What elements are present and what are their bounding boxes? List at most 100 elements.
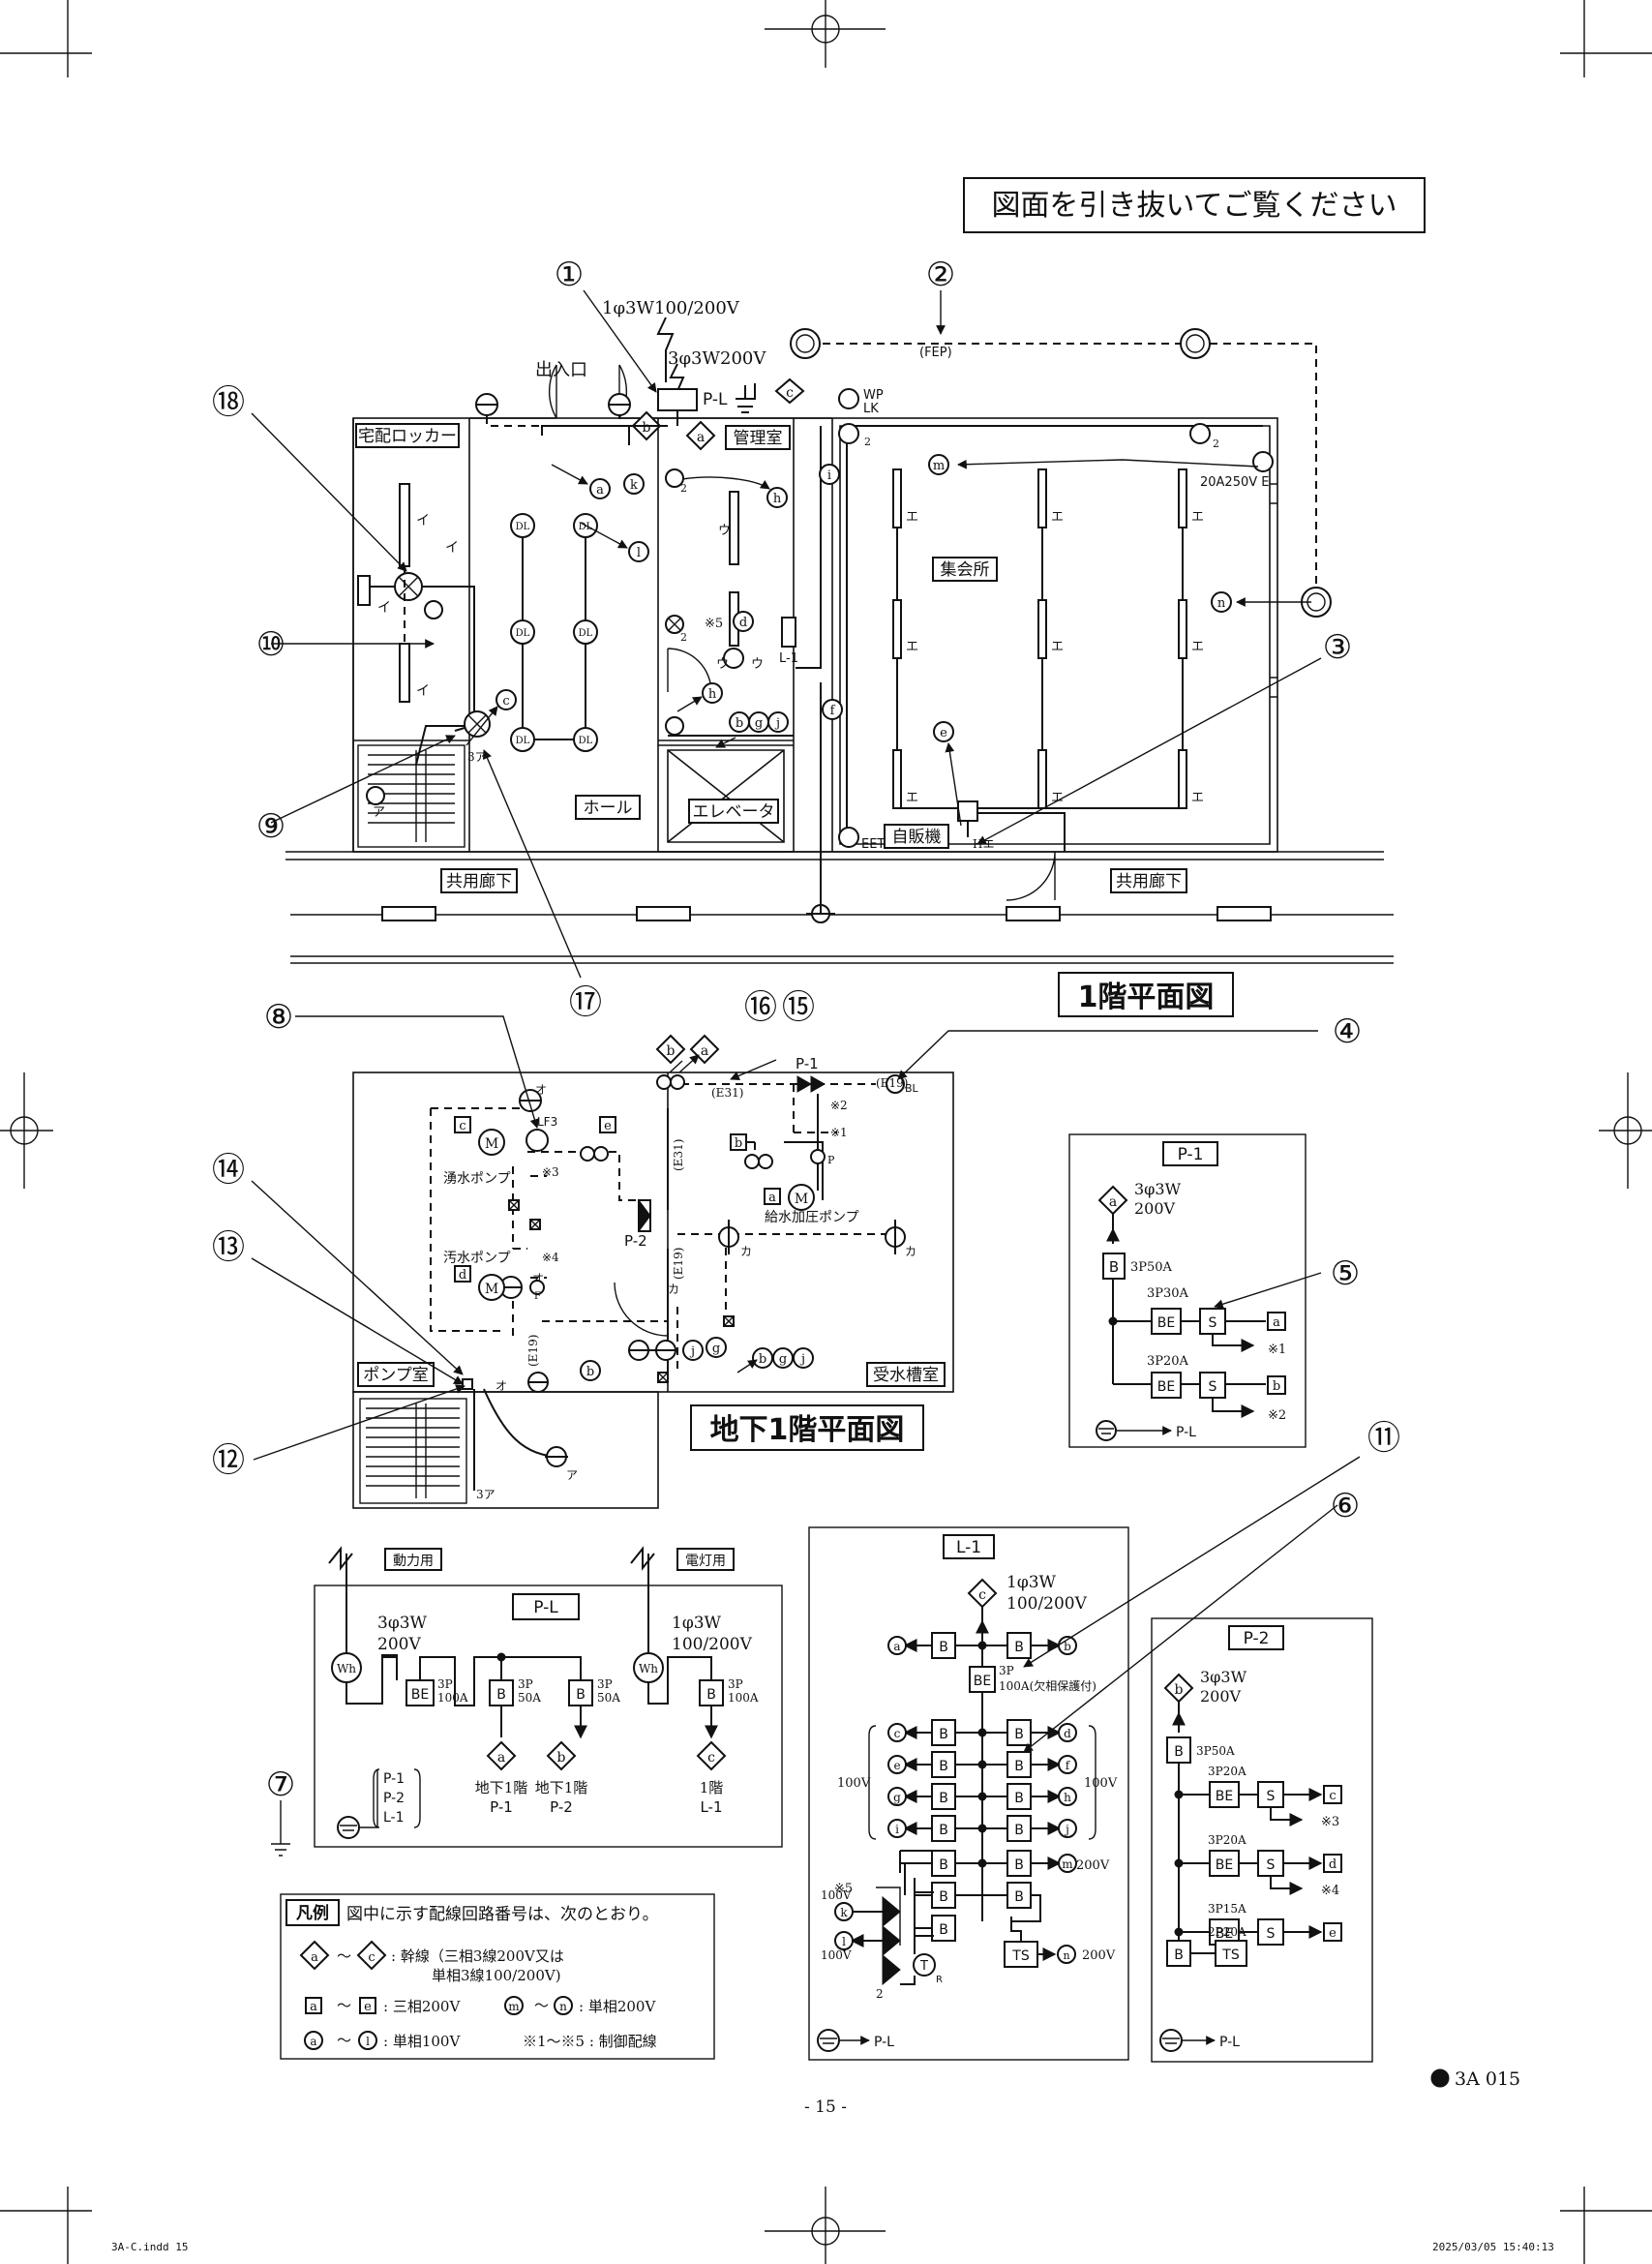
svg-text:※4: ※4 xyxy=(1321,1884,1339,1898)
svg-text:b: b xyxy=(735,1136,742,1151)
svg-text:BE: BE xyxy=(974,1674,991,1689)
svg-text:3P: 3P xyxy=(728,1677,743,1691)
basement-wiring xyxy=(430,1083,895,1491)
callout-8: ⑧ xyxy=(264,998,293,1037)
svg-text:f: f xyxy=(1066,1759,1071,1772)
svg-text:P-2: P-2 xyxy=(550,1798,573,1816)
l1-breaker-left: B xyxy=(939,1823,948,1838)
supply-3phase: 3φ3W200V xyxy=(668,348,766,369)
panel-pl-label: P-L xyxy=(703,390,728,409)
svg-text:50A: 50A xyxy=(518,1691,541,1705)
svg-text:P-L: P-L xyxy=(1176,1425,1196,1440)
svg-text:l: l xyxy=(366,2035,370,2048)
svg-text:100/200V: 100/200V xyxy=(1006,1594,1088,1614)
svg-text:3ア: 3ア xyxy=(476,1488,496,1501)
footer-file: 3A-C.indd 15 xyxy=(111,2241,188,2253)
basement-title-box xyxy=(690,1404,924,1451)
svg-text:100A: 100A xyxy=(437,1691,468,1705)
p2-s: S xyxy=(1267,1926,1276,1942)
legend-single100: a ～ l : 単相100V xyxy=(304,2031,461,2050)
l1-breaker-left: B xyxy=(939,1759,948,1774)
svg-text:c: c xyxy=(894,1727,901,1740)
svg-text:B: B xyxy=(1174,1947,1184,1963)
svg-text:3P15A: 3P15A xyxy=(1208,1902,1247,1916)
svg-text:h: h xyxy=(1064,1791,1071,1804)
outdoor-light-2 xyxy=(1180,328,1211,359)
svg-text:3P20A: 3P20A xyxy=(1147,1354,1189,1369)
code-bullet xyxy=(1430,2068,1450,2088)
l1-diagram: c 1φ3W 100/200V BE 3P 100A(欠相保護付) xyxy=(967,1573,1096,1921)
svg-text:オ: オ xyxy=(496,1379,507,1393)
svg-text:P: P xyxy=(827,1154,835,1166)
svg-text:a: a xyxy=(701,1043,708,1059)
svg-text:e: e xyxy=(364,2000,372,2014)
svg-text:3P: 3P xyxy=(597,1677,613,1691)
svg-text:オ: オ xyxy=(535,1083,547,1097)
meeting-fluorescent: エエエ エエエ エエエ xyxy=(892,468,1204,809)
room-locker: 宅配ロッカー xyxy=(358,427,457,446)
l1-breaker-right: B xyxy=(1014,1727,1024,1742)
svg-text:c: c xyxy=(978,1587,986,1603)
svg-text:2: 2 xyxy=(1213,438,1219,450)
p1-diagram: a 3φ3W 200V B 3P50A BE 3P30A S a ※1 BE 3… xyxy=(1096,1180,1286,1441)
corridor-lights xyxy=(381,904,1272,923)
svg-text:L-1: L-1 xyxy=(383,1810,405,1826)
locker-fluorescent: イ イ イ イ xyxy=(357,483,459,703)
legend-title: 凡例 xyxy=(296,1903,329,1923)
svg-text:3P50A: 3P50A xyxy=(1196,1744,1235,1758)
svg-text:j: j xyxy=(799,1352,805,1367)
svg-text:100/200V: 100/200V xyxy=(672,1635,753,1654)
svg-text:F: F xyxy=(534,1291,541,1302)
svg-text:3P50A: 3P50A xyxy=(1130,1260,1173,1275)
callout-5: ⑤ xyxy=(1331,1254,1360,1293)
svg-text:k: k xyxy=(630,478,638,493)
callout-leaders xyxy=(251,289,1322,979)
svg-text:c: c xyxy=(1329,1789,1336,1803)
svg-text:～: ～ xyxy=(337,2032,351,2049)
svg-text:イ: イ xyxy=(416,683,430,699)
svg-text:h: h xyxy=(708,687,717,702)
basement-title: 地下1階平面図 xyxy=(710,1413,905,1447)
svg-text:P-1: P-1 xyxy=(383,1771,405,1787)
fep-outdoor-line xyxy=(823,343,1317,590)
svg-text:200V: 200V xyxy=(1082,1948,1116,1963)
room-pump: ポンプ室 xyxy=(363,1366,429,1385)
svg-text:～: ～ xyxy=(337,1997,351,2014)
floor1-title-box xyxy=(1058,972,1234,1017)
svg-text:100V: 100V xyxy=(1084,1776,1118,1791)
callout-5-leader xyxy=(1214,1272,1322,1309)
l1-breaker-aux: B xyxy=(1014,1889,1024,1905)
callout-16: ⑯ xyxy=(744,988,777,1027)
svg-text:2P20A: 2P20A xyxy=(1208,1925,1247,1939)
svg-text:g: g xyxy=(712,1342,720,1356)
svg-text:L-1: L-1 xyxy=(779,651,798,666)
p2-be: BE xyxy=(1216,1789,1233,1804)
l1-title: L-1 xyxy=(956,1538,981,1557)
pl-title: P-L xyxy=(533,1598,558,1617)
svg-text:※3: ※3 xyxy=(542,1165,559,1179)
svg-text:Wh: Wh xyxy=(337,1662,356,1675)
svg-text:エ: エ xyxy=(906,791,918,805)
footer-stamp: 2025/03/05 15:40:13 xyxy=(1432,2241,1554,2253)
callout-7-earth xyxy=(271,1800,290,1856)
svg-text:BE: BE xyxy=(411,1687,429,1703)
svg-text:R: R xyxy=(936,1975,943,1985)
svg-text:200V: 200V xyxy=(1076,1858,1110,1873)
callout-7: ⑦ xyxy=(266,1766,295,1804)
entrance-lights xyxy=(475,393,631,427)
svg-text:(E31): (E31) xyxy=(711,1086,743,1100)
instruction-box xyxy=(963,177,1426,233)
svg-text:1階: 1階 xyxy=(700,1779,724,1796)
svg-text:Hエ: Hエ xyxy=(973,837,994,851)
svg-text:B: B xyxy=(1174,1744,1184,1760)
l1-breaker-right: B xyxy=(1014,1640,1024,1655)
svg-text:b: b xyxy=(759,1352,766,1367)
svg-text:2: 2 xyxy=(876,1987,884,2001)
hall-downlights: DL DL DL DL DL DL xyxy=(454,513,598,752)
callout-2: ② xyxy=(926,256,955,294)
p2-be: BE xyxy=(1216,1857,1233,1873)
pl-panel-frame xyxy=(314,1585,783,1848)
svg-text:a: a xyxy=(596,483,604,498)
svg-text:※4: ※4 xyxy=(542,1251,559,1264)
svg-text:S: S xyxy=(1209,1315,1217,1331)
